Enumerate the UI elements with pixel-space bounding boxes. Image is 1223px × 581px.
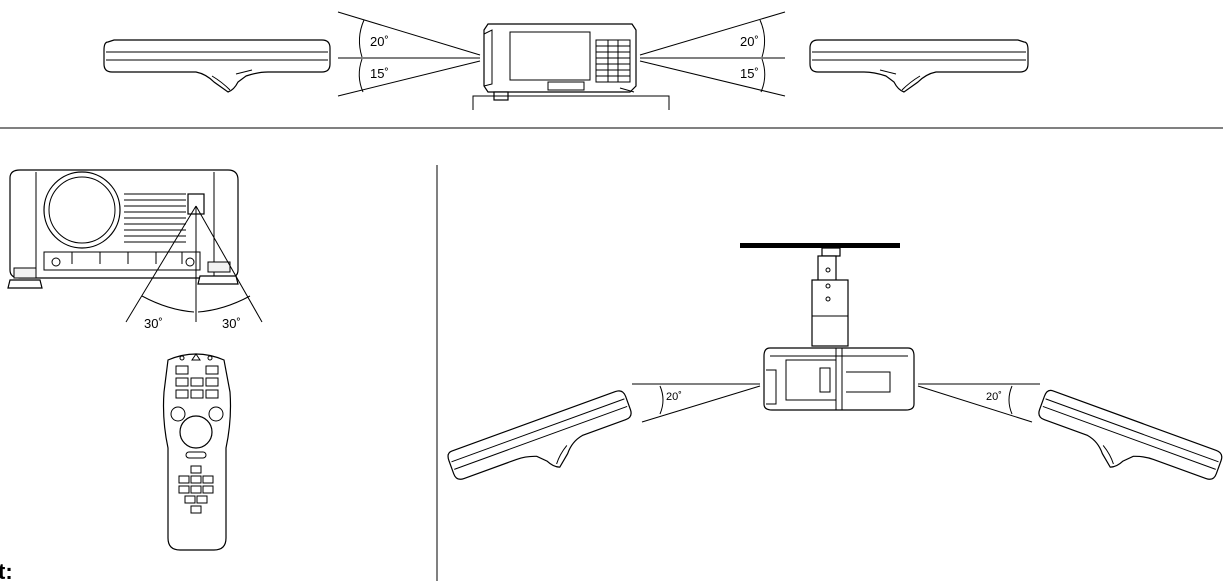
front-angle-lines [125, 205, 263, 323]
remote-side-left [103, 39, 331, 93]
ceiling-left-angle-label: 20˚ [666, 391, 682, 403]
front-right-angle-label: 30˚ [222, 316, 241, 331]
right-angle-lines [639, 11, 786, 97]
projector-front-view [7, 169, 239, 289]
right-up-angle-label: 20˚ [740, 34, 759, 49]
remote-tilted-left [447, 390, 632, 480]
projector-ceiling-mounted [763, 347, 915, 411]
remote-side-right [809, 39, 1029, 93]
front-view-section: 30˚ 30˚ [7, 169, 263, 551]
ceiling-mount-bracket [811, 247, 849, 347]
ceiling-mount-section: 20˚ 20˚ [447, 243, 1223, 480]
remote-tilted-right [1038, 389, 1223, 480]
front-left-angle-label: 30˚ [144, 316, 163, 331]
top-section: 20˚ 15˚ 20˚ 15˚ [103, 11, 1029, 110]
ceiling-right-angle-lines [917, 383, 1040, 423]
left-down-angle-label: 15˚ [370, 66, 389, 81]
table [472, 95, 670, 110]
projector-side-view [483, 23, 637, 101]
ceiling-plate [740, 243, 900, 248]
left-angle-lines [337, 11, 481, 97]
page-text-fragment: t: [0, 559, 13, 581]
remote-top-view [162, 353, 232, 551]
ceiling-right-angle-label: 20˚ [986, 391, 1002, 403]
left-up-angle-label: 20˚ [370, 34, 389, 49]
right-down-angle-label: 15˚ [740, 66, 759, 81]
ceiling-left-angle-lines [632, 383, 761, 423]
